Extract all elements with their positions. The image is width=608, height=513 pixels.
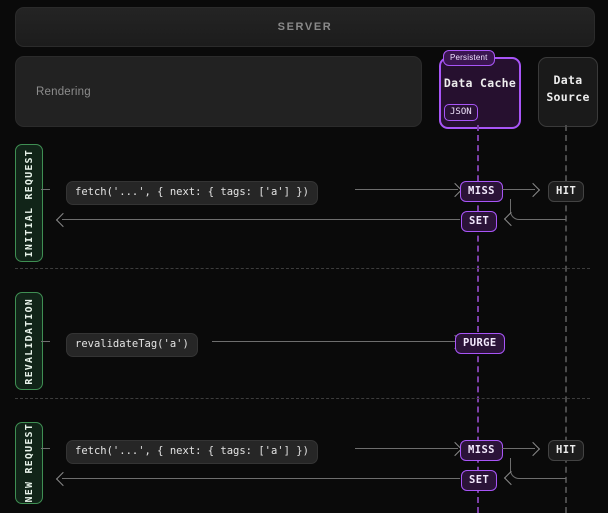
section-label-initial-request: INITIAL REQUEST [15, 144, 43, 262]
cache-to-source-line-2 [502, 448, 535, 449]
chip-miss-2: MISS [460, 440, 503, 461]
persistent-badge: Persistent [443, 50, 495, 66]
message-pill-fetch-2: fetch('...', { next: { tags: ['a'] }) [66, 440, 318, 464]
data-source-title-line2: Source [546, 90, 590, 104]
response-arrowhead-1 [55, 212, 71, 228]
response-arrow-line-2 [62, 478, 460, 479]
source-response-elbow-2 [510, 458, 566, 479]
cache-to-source-line-1 [502, 189, 535, 190]
server-header-label: SERVER [277, 21, 333, 33]
chip-hit-2: HIT [548, 440, 585, 461]
response-arrow-line-1 [62, 219, 460, 220]
section-divider-2 [15, 398, 590, 399]
request-line-stub-1 [41, 189, 50, 190]
chip-hit-1: HIT [548, 181, 585, 202]
response-arrowhead-2 [55, 471, 71, 487]
message-pill-fetch-1: fetch('...', { next: { tags: ['a'] }) [66, 181, 318, 205]
request-arrow-line-2 [212, 341, 458, 342]
data-cache-title: Data Cache [443, 76, 517, 90]
data-source-title-line1: Data [553, 73, 583, 87]
chip-set-2: SET [461, 470, 498, 491]
rendering-box-label: Rendering [36, 85, 91, 98]
request-arrow-line-1 [355, 189, 458, 190]
section-divider-1 [15, 268, 590, 269]
chip-purge: PURGE [455, 333, 505, 354]
source-response-elbow-1 [510, 199, 566, 220]
section-label-revalidation: REVALIDATION [15, 292, 43, 390]
data-cache-lifeline [477, 125, 479, 513]
rendering-box: Rendering [15, 56, 422, 127]
data-source-box: Data Source [538, 57, 598, 127]
request-line-stub-2 [41, 341, 50, 342]
server-header-bar: SERVER [15, 7, 595, 47]
chip-miss-1: MISS [460, 181, 503, 202]
cache-to-source-arrowhead-2 [525, 441, 541, 457]
data-source-title: Data Source [539, 72, 597, 106]
chip-set-1: SET [461, 211, 498, 232]
json-badge: JSON [444, 104, 478, 121]
cache-to-source-arrowhead-1 [525, 182, 541, 198]
request-line-stub-3 [41, 448, 50, 449]
message-pill-revalidate: revalidateTag('a') [66, 333, 198, 357]
request-arrow-line-3 [355, 448, 458, 449]
data-source-lifeline [565, 125, 567, 513]
section-label-new-request: NEW REQUEST [15, 422, 43, 504]
